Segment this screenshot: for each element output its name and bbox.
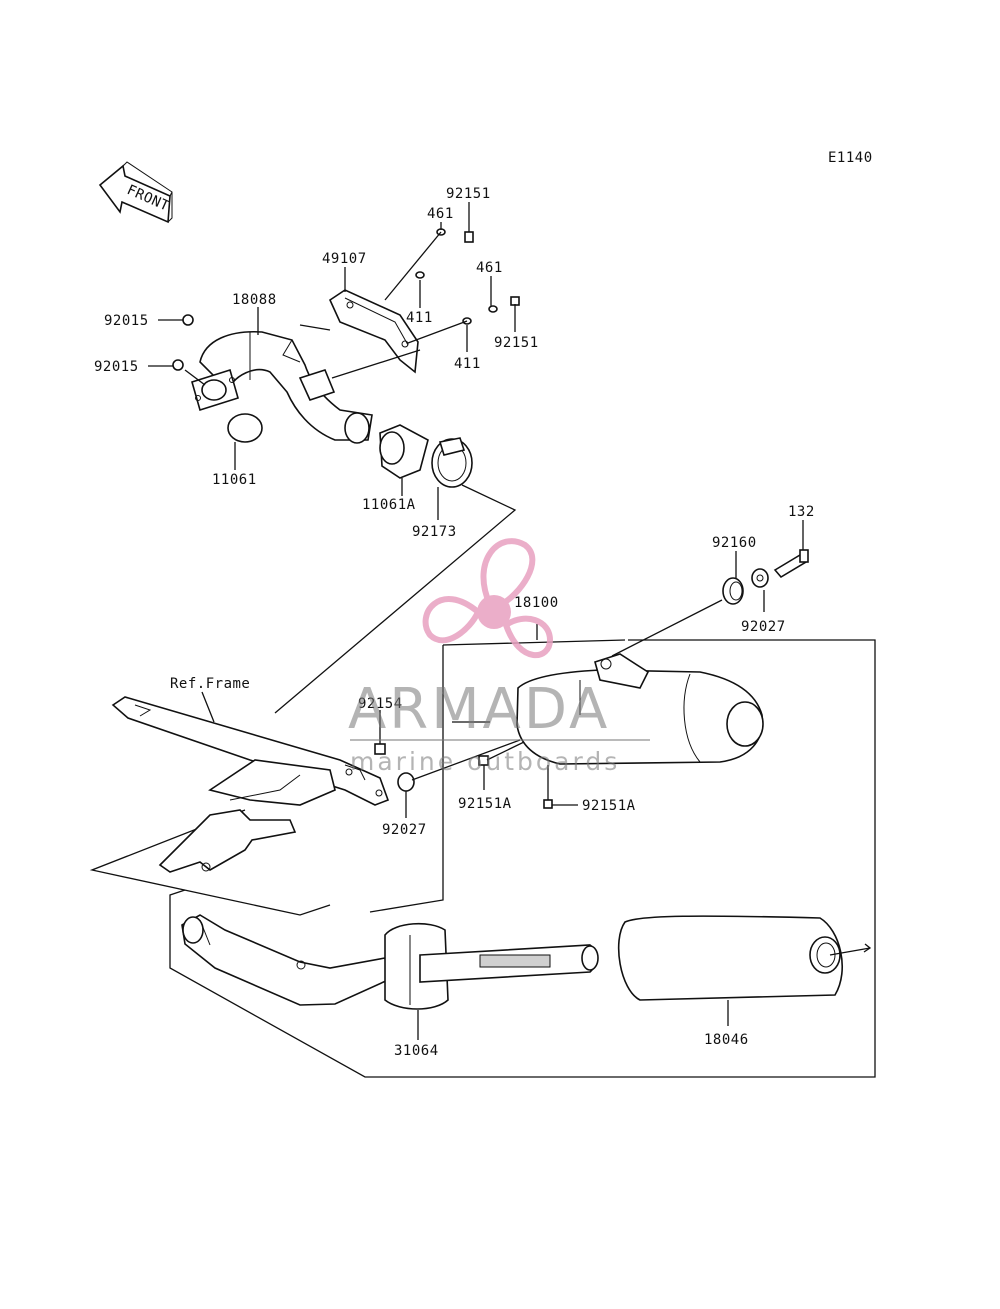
label-92151A-right: 92151A [582,798,636,814]
label-18100: 18100 [514,595,559,611]
label-132: 132 [788,504,815,520]
label-ref-frame: Ref.Frame [170,676,250,692]
label-92154: 92154 [358,696,403,712]
label-92027-top: 92027 [741,619,786,635]
label-92173: 92173 [412,524,457,540]
washer-92027-top-icon [751,568,769,588]
label-92151-right: 92151 [494,335,539,351]
collar-11061A [379,424,429,479]
muffler-core-31064 [384,922,599,1010]
label-18046: 18046 [704,1032,749,1048]
pipe-clamp [298,369,336,401]
label-31064: 31064 [394,1043,439,1059]
ref-frame [111,696,390,873]
muffler-shell-18046 [617,915,843,1001]
watermark-tagline: marine outboards [350,747,620,776]
label-18088: 18088 [232,292,277,308]
bushing-92160-icon [722,577,744,605]
label-92015-b: 92015 [94,359,139,375]
bolt-132-icon [773,549,809,579]
washer-461-right-icon [488,305,498,313]
pipe-flange [191,368,239,412]
nut-92015-b-icon [172,359,184,371]
exhaust-pipe-18088 [199,330,373,444]
label-11061: 11061 [212,472,257,488]
nut-92015-a-icon [182,314,194,326]
heat-guard-49107 [328,289,419,374]
bolt-92151-right-icon [510,296,520,306]
armada-logo-watermark [422,538,554,658]
label-92151A-left: 92151A [458,796,512,812]
label-92151-top: 92151 [446,186,491,202]
label-11061A: 11061A [362,497,416,513]
diagram-code: E1140 [828,150,873,166]
label-461-top: 461 [427,206,454,222]
washer-411-top-icon [415,271,425,279]
bolt-92151A-right-icon [543,799,553,809]
label-411-bottom: 411 [454,356,481,372]
label-461-right: 461 [476,260,503,276]
label-92015-a: 92015 [104,313,149,329]
label-92160: 92160 [712,535,757,551]
front-arrow-icon [98,161,173,224]
label-411-top: 411 [406,310,433,326]
clamp-92173 [431,437,473,488]
bolt-92151-top-icon [464,231,474,243]
gasket-ring-11061 [227,413,263,443]
label-49107: 49107 [322,251,367,267]
watermark-brand: ARMADA [348,677,610,742]
label-92027-mid: 92027 [382,822,427,838]
